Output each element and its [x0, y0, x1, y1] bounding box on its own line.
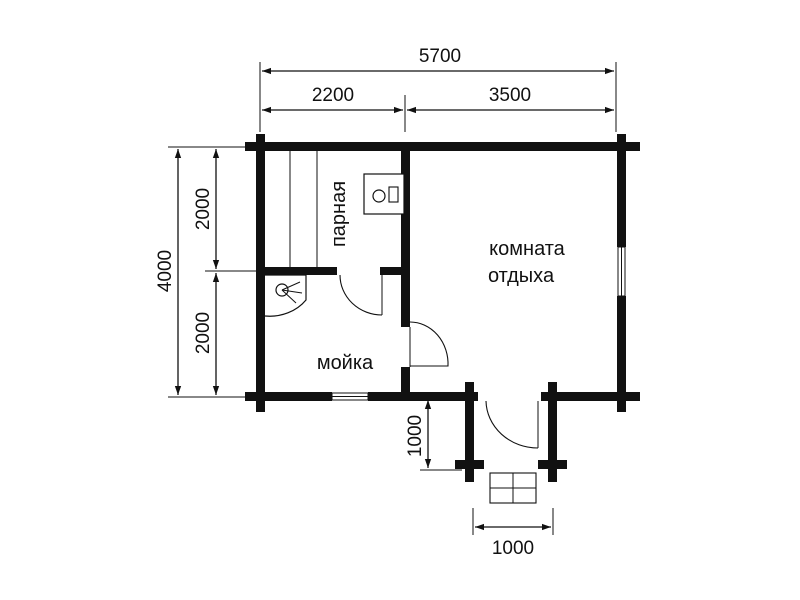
room-label-wash-room: мойка	[317, 352, 374, 374]
dim-right-width: 3500	[489, 85, 531, 106]
shower-icon	[264, 274, 307, 317]
steam-room-shelves	[289, 151, 318, 267]
room-label-rest-room-line2: отдыха	[488, 265, 555, 287]
walls	[245, 134, 640, 482]
entrance-steps	[489, 472, 537, 504]
room-label-steam-room: парная	[328, 181, 350, 247]
door-steam-room	[339, 274, 383, 316]
dimension-lines	[168, 62, 617, 535]
dim-total-width: 5700	[419, 46, 461, 67]
dim-lower-depth: 2000	[193, 312, 214, 354]
door-rest-room	[409, 321, 449, 367]
dim-left-width: 2200	[312, 85, 354, 106]
dim-upper-depth: 2000	[193, 188, 214, 230]
dim-porch-depth: 1000	[405, 415, 426, 457]
room-label-rest-room-line1: комната	[489, 238, 566, 260]
stove-icon	[363, 173, 405, 215]
dim-porch-width: 1000	[492, 538, 534, 559]
dim-total-depth: 4000	[155, 250, 176, 292]
door-entrance	[485, 400, 539, 449]
